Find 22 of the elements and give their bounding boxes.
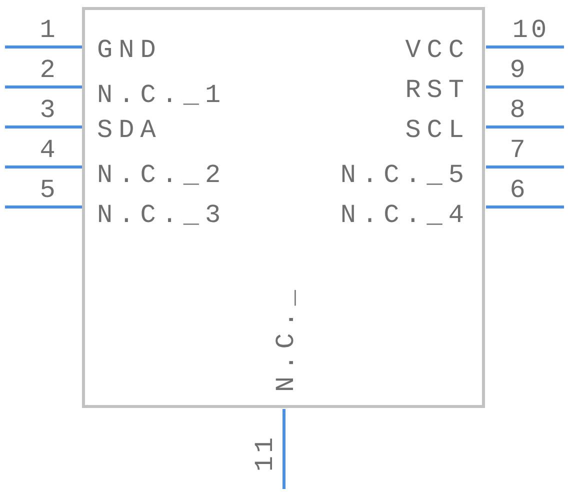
- pin-name: N.C._5: [340, 162, 470, 188]
- pin-number: 7: [510, 137, 528, 163]
- pin-number: 3: [40, 97, 58, 123]
- pin-name: N.C._4: [340, 202, 470, 228]
- pin-name: RST: [405, 77, 470, 103]
- pin-number: 8: [510, 97, 528, 123]
- pin-number: 11: [252, 434, 278, 472]
- pin-name: N.C._1: [97, 82, 227, 108]
- pin-name: SDA: [97, 117, 162, 143]
- pin-number: 5: [40, 177, 58, 203]
- pin-number: 4: [40, 137, 58, 163]
- pin-name: SCL: [405, 117, 470, 143]
- pin-name: N.C._3: [97, 202, 227, 228]
- pin-name: VCC: [405, 37, 470, 63]
- pin-name: GND: [97, 37, 162, 63]
- pin-name: N.C._: [273, 284, 299, 392]
- pin-number: 6: [510, 177, 528, 203]
- pin-number: 10: [512, 17, 550, 43]
- pin-number: 2: [40, 57, 58, 83]
- pin-name: N.C._2: [97, 162, 227, 188]
- pin-number: 9: [510, 57, 528, 83]
- pin-number: 1: [40, 17, 58, 43]
